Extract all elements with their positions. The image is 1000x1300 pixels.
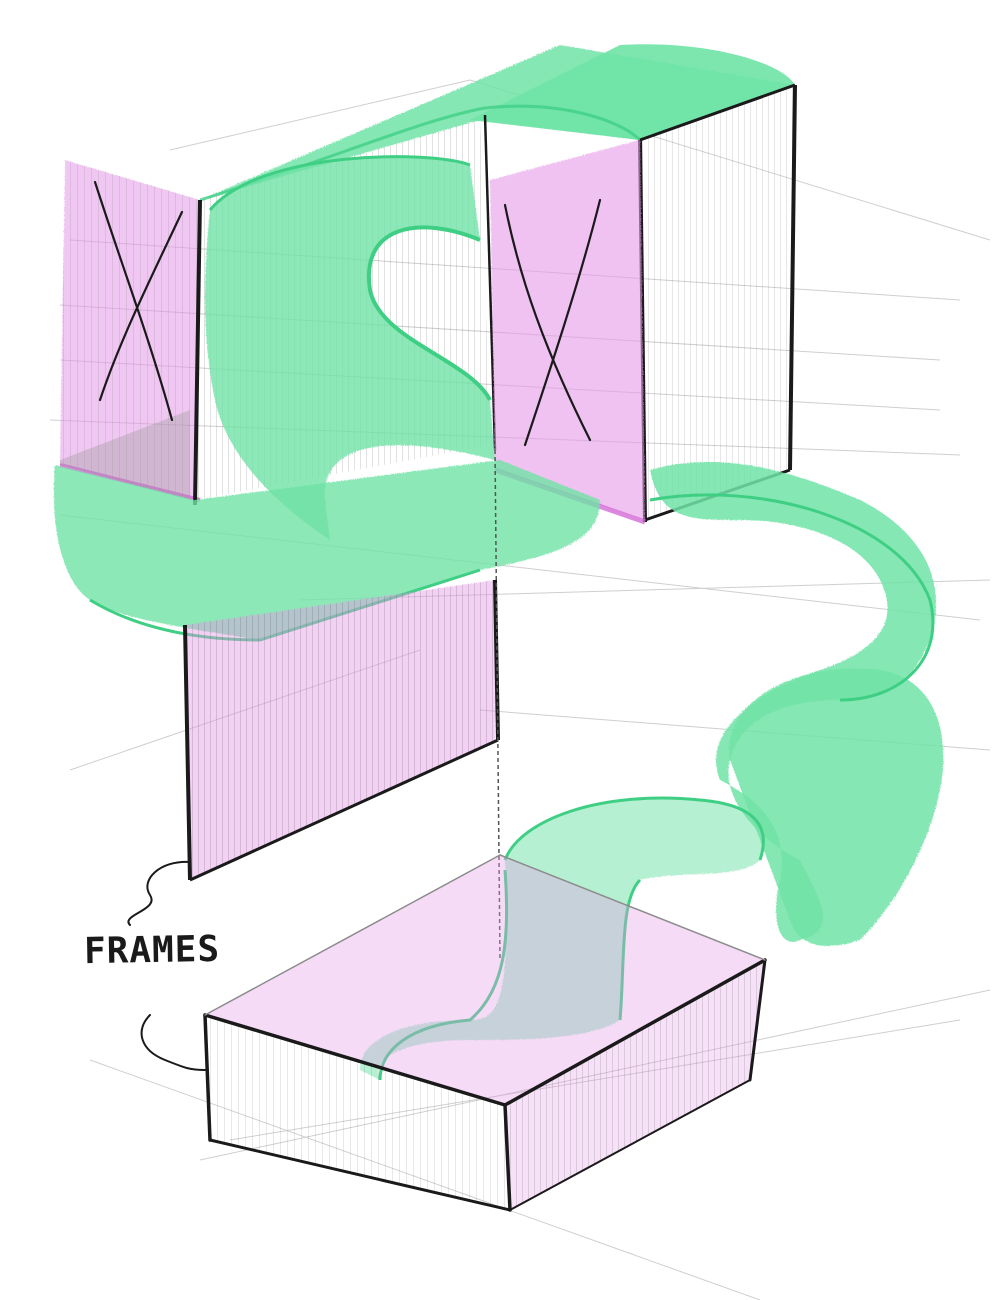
green-s-ribbon-upper: [205, 155, 495, 540]
green-ribbon-right: [649, 461, 944, 946]
frames-label: FRAMES: [83, 928, 221, 973]
bottom-frame-box: [203, 854, 767, 1212]
cross-mark-icon: [93, 180, 184, 422]
cross-mark-icon: [503, 198, 602, 447]
frames-bracket: [127, 860, 206, 1071]
left-pink-panel: [59, 160, 201, 502]
lower-tall-frame: [183, 449, 501, 961]
middle-pink-panel: [490, 140, 646, 525]
